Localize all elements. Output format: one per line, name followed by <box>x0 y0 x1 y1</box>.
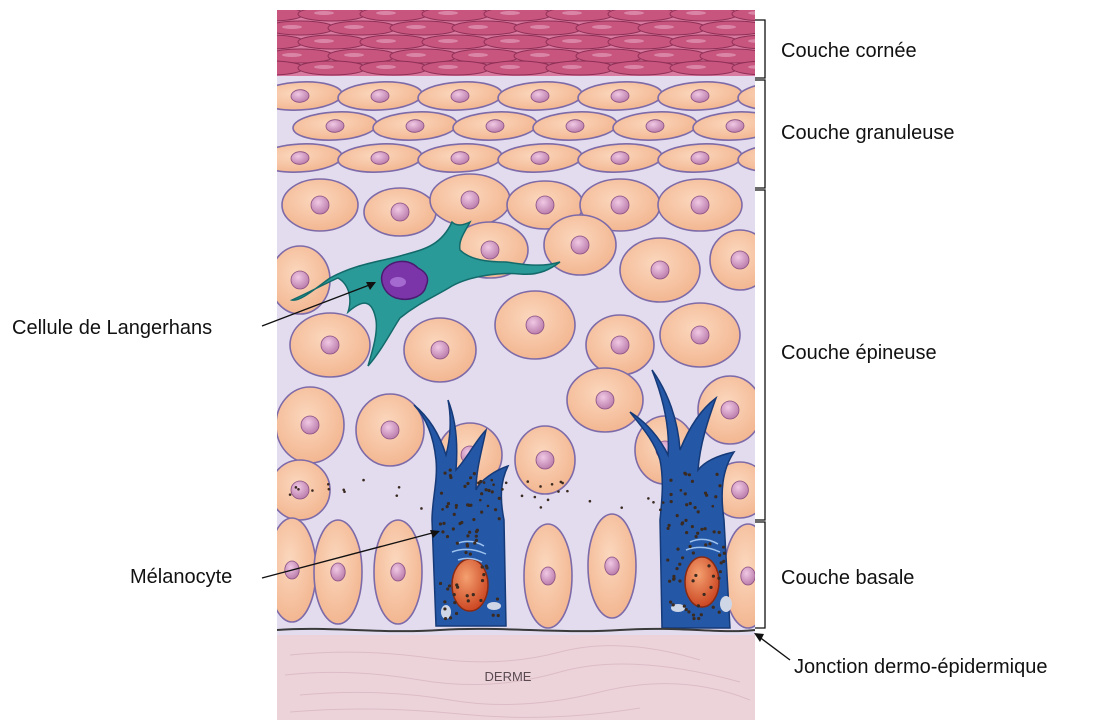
junction-label: Jonction dermo-épidermique <box>794 656 1047 678</box>
langerhans-label: Cellule de Langerhans <box>12 317 212 339</box>
junction-leader <box>758 636 790 660</box>
junction-arrowhead <box>754 633 764 642</box>
melanocyte-label: Mélanocyte <box>130 566 232 588</box>
layer-label-basale: Couche basale <box>781 567 914 589</box>
derme-label: DERME <box>485 669 532 684</box>
layer-braces <box>755 20 765 628</box>
layer-label-epineuse: Couche épineuse <box>781 342 937 364</box>
corneum-cells <box>236 7 800 75</box>
layer-label-granuleuse: Couche granuleuse <box>781 122 954 144</box>
layer-label-cornee: Couche cornée <box>781 40 917 62</box>
